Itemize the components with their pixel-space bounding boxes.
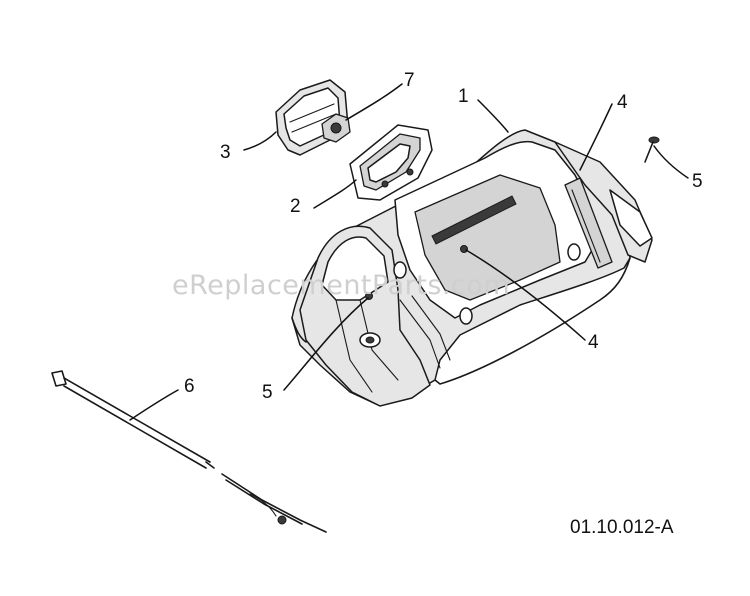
callout-4-center: 4 bbox=[588, 332, 599, 353]
callout-3: 3 bbox=[220, 142, 231, 163]
cable-assembly-part bbox=[51, 370, 327, 533]
callout-2: 2 bbox=[290, 196, 301, 217]
leader-lines bbox=[129, 83, 689, 421]
drawing-reference-id: 01.10.012-A bbox=[570, 517, 674, 538]
bulb-knob-part bbox=[321, 113, 351, 143]
callout-7: 7 bbox=[404, 70, 415, 91]
hood-shroud-part bbox=[291, 129, 653, 407]
frame-part bbox=[349, 124, 433, 201]
callout-6: 6 bbox=[184, 376, 195, 397]
callout-5-left: 5 bbox=[262, 382, 273, 403]
callout-1: 1 bbox=[458, 86, 469, 107]
screw-part-right bbox=[644, 136, 660, 163]
clip-part bbox=[460, 245, 468, 253]
callout-5-right: 5 bbox=[692, 171, 703, 192]
watermark-text: eReplacementParts.com bbox=[172, 270, 510, 301]
callout-4-top: 4 bbox=[617, 92, 628, 113]
